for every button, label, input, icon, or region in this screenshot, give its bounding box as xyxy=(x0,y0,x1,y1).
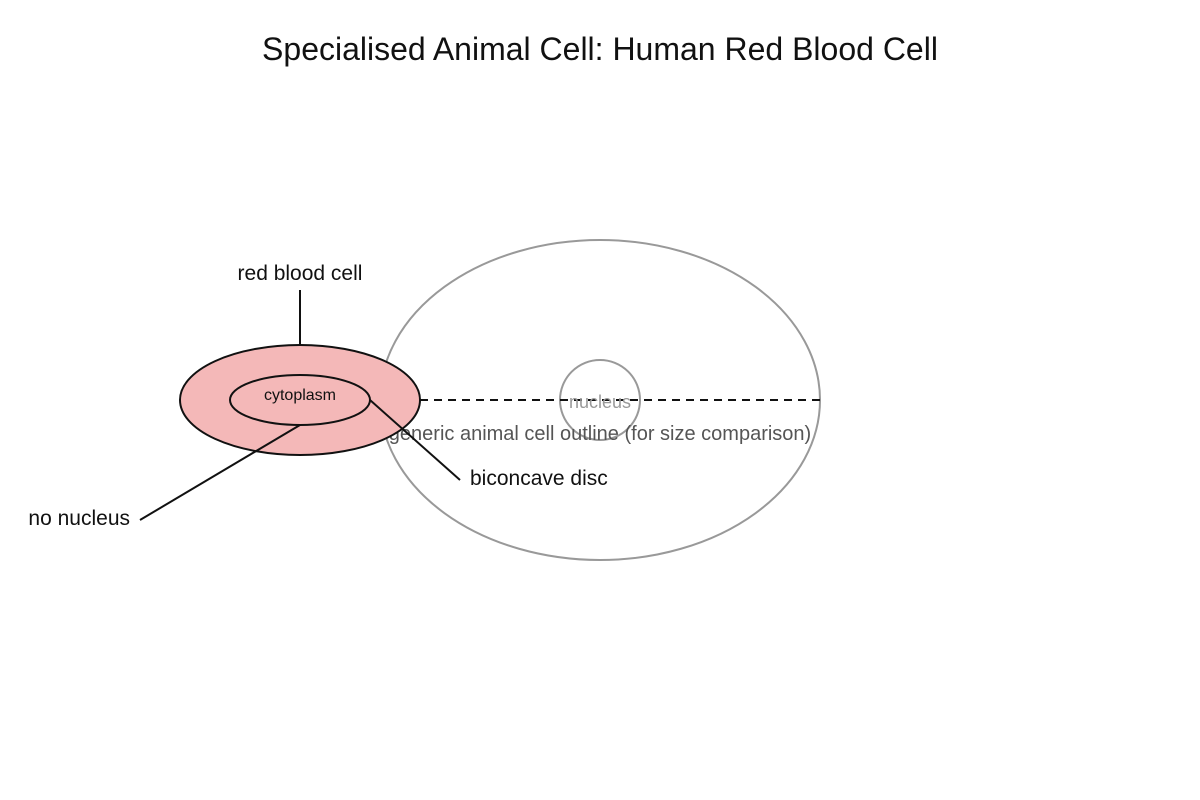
cytoplasm-label: cytoplasm xyxy=(264,387,336,404)
no-nucleus-leader xyxy=(139,424,301,521)
generic-outline-label: generic animal cell outline (for size co… xyxy=(389,423,811,445)
biconcave-disc-label: biconcave disc xyxy=(470,467,608,490)
no-nucleus-label: no nucleus xyxy=(28,507,130,530)
red-blood-cell-label: red blood cell xyxy=(238,262,363,285)
diagram-title: Specialised Animal Cell: Human Red Blood… xyxy=(262,31,938,67)
biconcave-disc-leader xyxy=(369,399,461,481)
nucleus-label: nucleus xyxy=(569,392,631,412)
